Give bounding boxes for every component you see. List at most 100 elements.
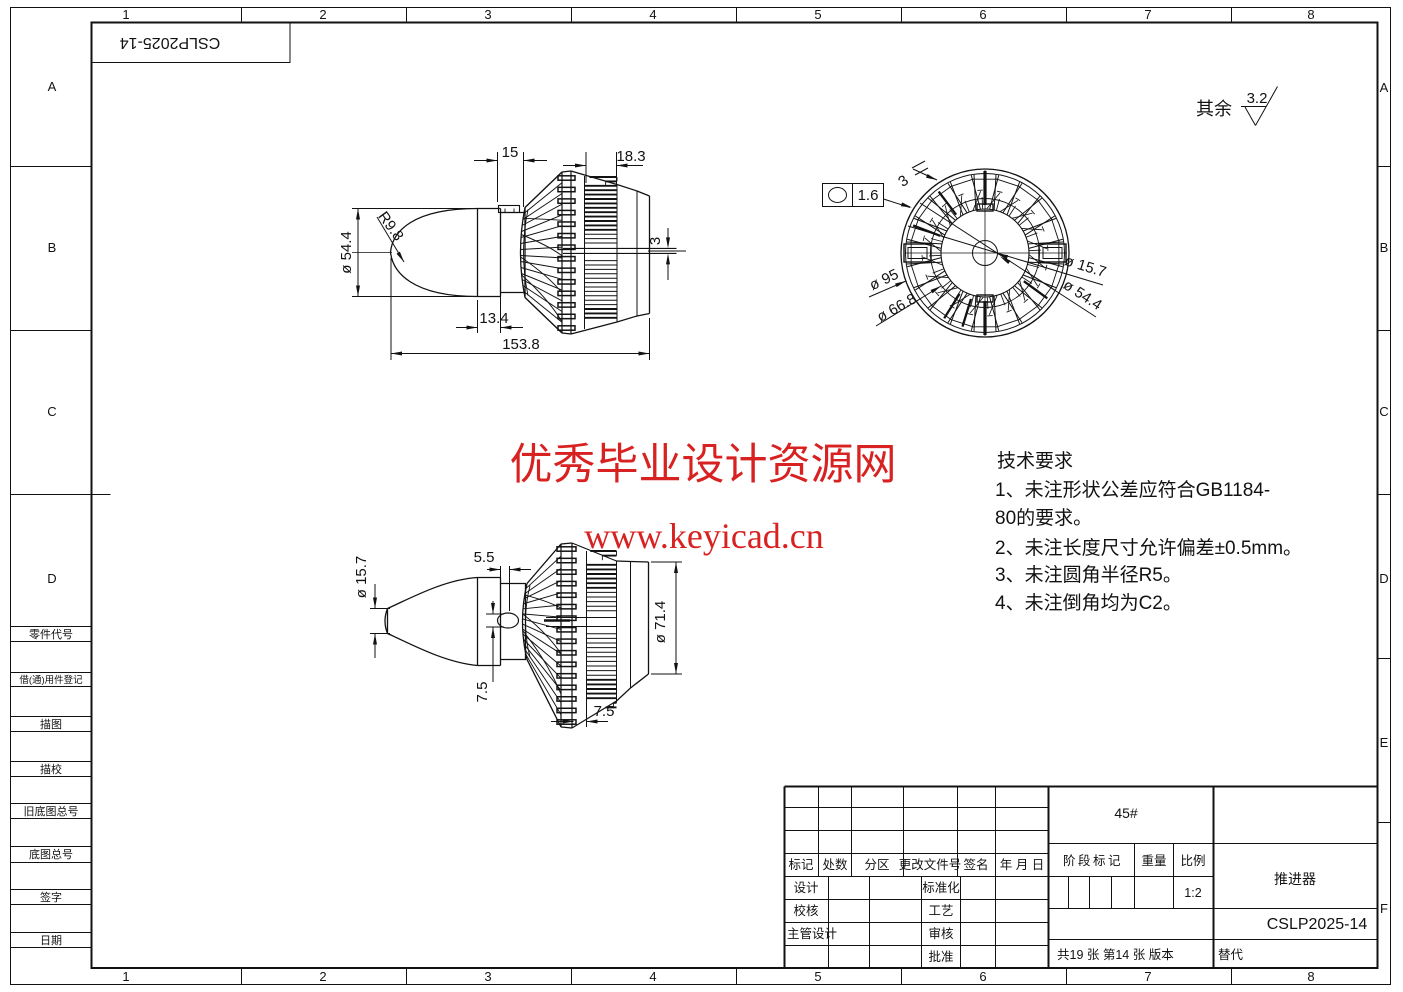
tb-replace-label: 替代 <box>1218 948 1244 962</box>
view-side-bottom: ø 15.7 5.5 7.5 7.5 ø 71.4 <box>353 542 682 729</box>
tech-req-line: 3、未注圆角半径R5。 <box>995 564 1182 586</box>
tb-sign-chief: 主管设计 <box>787 926 837 941</box>
dim-7-5-hole-text: 7.5 <box>474 682 491 703</box>
tb-part-name: 推进器 <box>1274 871 1316 887</box>
dim-13-4-text: 13.4 <box>479 310 508 327</box>
tb-rev-h0: 标记 <box>788 858 814 872</box>
roughness-value: 1.6 <box>858 187 879 204</box>
tb-sign-design: 设计 <box>793 880 818 895</box>
margin-box-label: 签字 <box>40 890 62 904</box>
tb-weight-label: 重量 <box>1141 853 1166 868</box>
tb-sign-audit: 审核 <box>928 926 954 941</box>
dim-18-3: 18.3 <box>563 148 646 185</box>
tb-scale-value: 1:2 <box>1184 886 1201 900</box>
tb-sheet-info: 共19 张 第14 张 版本 <box>1057 947 1174 962</box>
zone-col-label: 6 <box>979 969 986 984</box>
sheet-frame: 1 2 3 4 5 6 7 8 1 2 3 4 5 6 7 8 A B C D <box>10 7 1391 985</box>
left-margin-labels: 零件代号 借(通)用件登记 描图 描校 旧底图总号 底图总号 签字 日期 <box>19 628 83 947</box>
margin-box-label: 旧底图总号 <box>24 804 79 818</box>
tech-req-line: 4、未注倒角均为C2。 <box>995 592 1182 614</box>
doc-number-box: CSLP2025-14 <box>91 22 291 63</box>
zone-col-label: 6 <box>979 7 986 22</box>
roughness-symbol <box>1241 86 1278 126</box>
dim-dia54-4-text: ø 54.4 <box>338 231 355 274</box>
zone-col-label: 4 <box>649 7 656 22</box>
zone-col-label: 1 <box>122 7 129 22</box>
zone-row-label: C <box>47 404 56 419</box>
tb-sign-process: 工艺 <box>928 904 953 918</box>
zone-col-label: 3 <box>484 969 491 984</box>
tech-req-line: 80的要求。 <box>995 507 1092 529</box>
zone-ticks <box>10 7 1391 985</box>
tb-stage-label: 阶段标记 <box>1063 853 1123 868</box>
tech-req-line: 2、未注长度尺寸允许偏差±0.5mm。 <box>995 537 1302 559</box>
zone-col-label: 1 <box>122 969 129 984</box>
zone-row-label: A <box>48 79 57 94</box>
watermark: 优秀毕业设计资源网 www.keyicad.cn <box>510 442 897 556</box>
zone-col-label: 8 <box>1307 7 1314 22</box>
dim-153-8: 153.8 <box>390 258 650 360</box>
tb-rev-h4: 签名 <box>963 857 988 872</box>
doc-number-rotated: CSLP2025-14 <box>120 34 221 51</box>
zone-numbers-bottom: 1 2 3 4 5 6 7 8 <box>122 969 1314 984</box>
zone-letters-left: A B C D <box>47 79 56 586</box>
tb-sign-check: 校核 <box>793 903 819 918</box>
side-top-outline <box>352 204 526 298</box>
margin-box-label: 日期 <box>40 934 62 947</box>
side-bottom-outline <box>384 576 527 667</box>
dimension-arrows <box>356 158 1011 724</box>
title-block-text: 标记 处数 分区 更改文件号 签名 年 月 日 设计 校核 主管设计 标准化 工… <box>787 805 1367 964</box>
surface-finish-note: 其余 3.2 <box>1196 86 1278 126</box>
dim-5-5-text: 5.5 <box>474 549 495 566</box>
zone-row-label: E <box>1380 735 1389 750</box>
dim-b-dia15-7: ø 15.7 <box>353 556 390 658</box>
margin-box-label: 描校 <box>40 762 62 776</box>
watermark-line1: 优秀毕业设计资源网 <box>510 442 897 489</box>
tech-requirements: 技术要求 1、未注形状公差应符合GB1184- 80的要求。 2、未注长度尺寸允… <box>995 450 1302 614</box>
dim-7-5-rim-text: 7.5 <box>594 703 615 720</box>
left-margin-table: 零件代号 借(通)用件登记 描图 描校 旧底图总号 底图总号 签字 日期 <box>10 626 92 948</box>
zone-col-label: 3 <box>484 7 491 22</box>
tb-sign-std: 标准化 <box>922 881 960 895</box>
surface-finish-prefix: 其余 <box>1196 99 1232 119</box>
zone-letters-right: A B C D E F <box>1379 80 1388 916</box>
dim-153-8-text: 153.8 <box>502 336 540 353</box>
dim-15-text: 15 <box>502 144 519 161</box>
tb-rev-h5: 年 月 日 <box>1000 858 1044 872</box>
surface-finish-value: 3.2 <box>1247 90 1268 107</box>
tech-req-title: 技术要求 <box>997 450 1073 472</box>
dim-dia54-4: ø 54.4 <box>338 208 476 297</box>
margin-box-label: 零件代号 <box>29 628 73 641</box>
tb-drawing-number: CSLP2025-14 <box>1267 916 1368 933</box>
zone-row-label: B <box>48 240 57 255</box>
margin-box-label: 描图 <box>40 717 62 731</box>
zone-col-label: 5 <box>814 969 821 984</box>
zone-col-label: 4 <box>649 969 656 984</box>
tb-scale-label: 比例 <box>1180 854 1205 868</box>
side-top-duct <box>519 170 677 335</box>
tech-req-line: 1、未注形状公差应符合GB1184- <box>995 479 1270 501</box>
title-block: 标记 处数 分区 更改文件号 签名 年 月 日 设计 校核 主管设计 标准化 工… <box>783 785 1378 968</box>
zone-col-label: 5 <box>814 7 821 22</box>
zone-col-label: 7 <box>1144 969 1151 984</box>
front-fan-rings <box>900 168 1070 338</box>
view-side-top: 15 18.3 ø 54.4 R9.8 13.4 153.8 <box>338 144 686 360</box>
dim-18-3-text: 18.3 <box>616 148 645 165</box>
tb-rev-h1: 处数 <box>822 857 848 872</box>
tb-rev-h3: 更改文件号 <box>899 857 962 872</box>
dim-b-dia15-7-text: ø 15.7 <box>353 556 370 599</box>
zone-col-label: 2 <box>319 7 326 22</box>
left-margin-lines <box>10 626 92 948</box>
zone-row-label: B <box>1380 240 1389 255</box>
tb-material: 45# <box>1114 805 1138 821</box>
dim-3-shaft-text: 3 <box>647 237 664 245</box>
view-front: 1.6 ø 15.7 ø 54.4 ø 95 ø 66.8 3 <box>822 160 1108 338</box>
zone-row-label: F <box>1380 901 1388 916</box>
side-bottom-duct <box>521 542 650 729</box>
title-block-outer <box>783 785 1378 968</box>
zone-col-label: 7 <box>1144 7 1151 22</box>
tb-rev-h2: 分区 <box>864 858 889 872</box>
inner-border <box>90 21 1379 969</box>
margin-box-label: 借(通)用件登记 <box>19 674 83 686</box>
